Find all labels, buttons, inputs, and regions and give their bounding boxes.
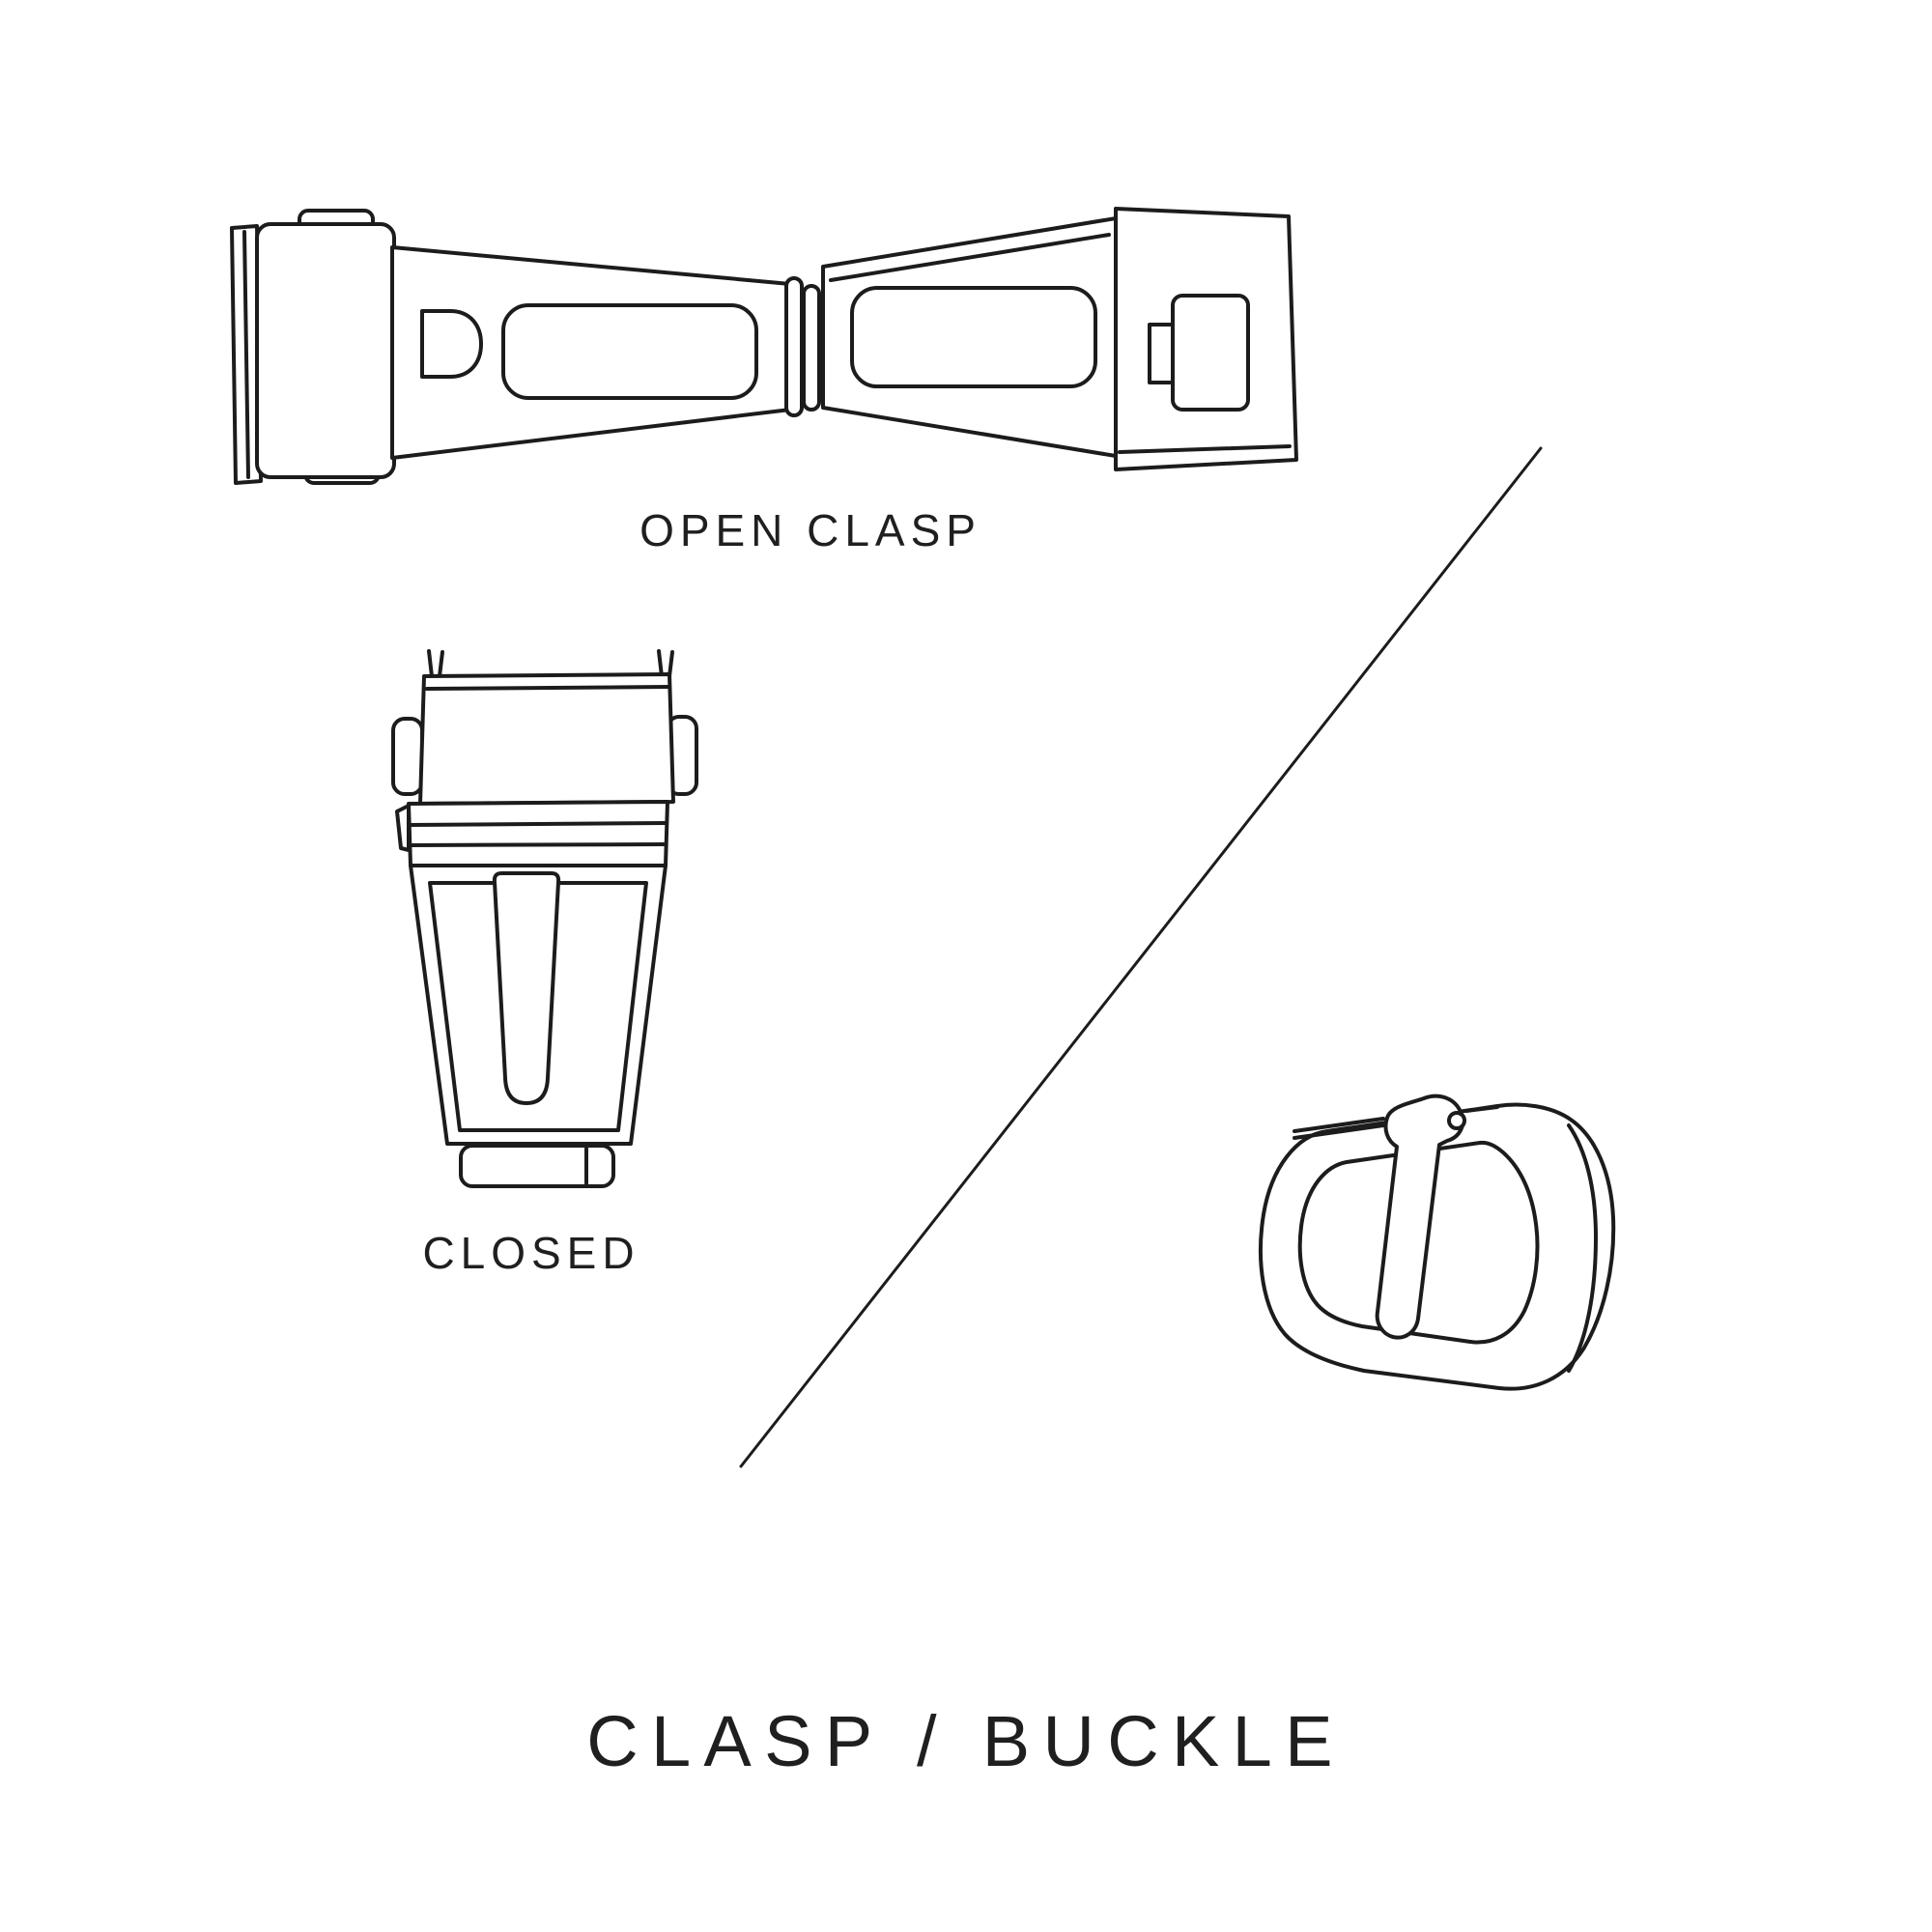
closed-clasp-prongs	[427, 649, 674, 678]
closed-clasp-foot	[459, 1144, 615, 1188]
closed-clasp-top-block	[418, 672, 675, 806]
open-clasp-left-arm	[390, 245, 792, 460]
buckle-pin-ring	[1447, 1111, 1466, 1130]
buckle-inner-opening	[1297, 1140, 1540, 1345]
buckle-strap-bar-edge	[1567, 1123, 1598, 1373]
diagram-title: CLASP / BUCKLE	[586, 1701, 1346, 1781]
open-clasp-hinge	[784, 276, 821, 417]
buckle-pin	[1293, 1105, 1499, 1140]
closed-clasp-body	[409, 864, 668, 1146]
closed-clasp-illustration	[391, 649, 698, 1188]
open-clasp-illustration	[230, 207, 1298, 485]
closed-clasp-band	[395, 800, 669, 867]
open-clasp-left-end	[230, 209, 396, 485]
divider-line	[739, 446, 1543, 1468]
buckle-outer-frame	[1258, 1102, 1616, 1391]
open-clasp-right-arm	[821, 216, 1118, 458]
closed-clasp-label: CLOSED	[422, 1228, 640, 1278]
open-clasp-label: OPEN CLASP	[639, 505, 981, 555]
closed-clasp-left-ear	[391, 717, 424, 796]
open-clasp-right-end	[1114, 207, 1298, 471]
tang-buckle-illustration	[1258, 1094, 1616, 1391]
